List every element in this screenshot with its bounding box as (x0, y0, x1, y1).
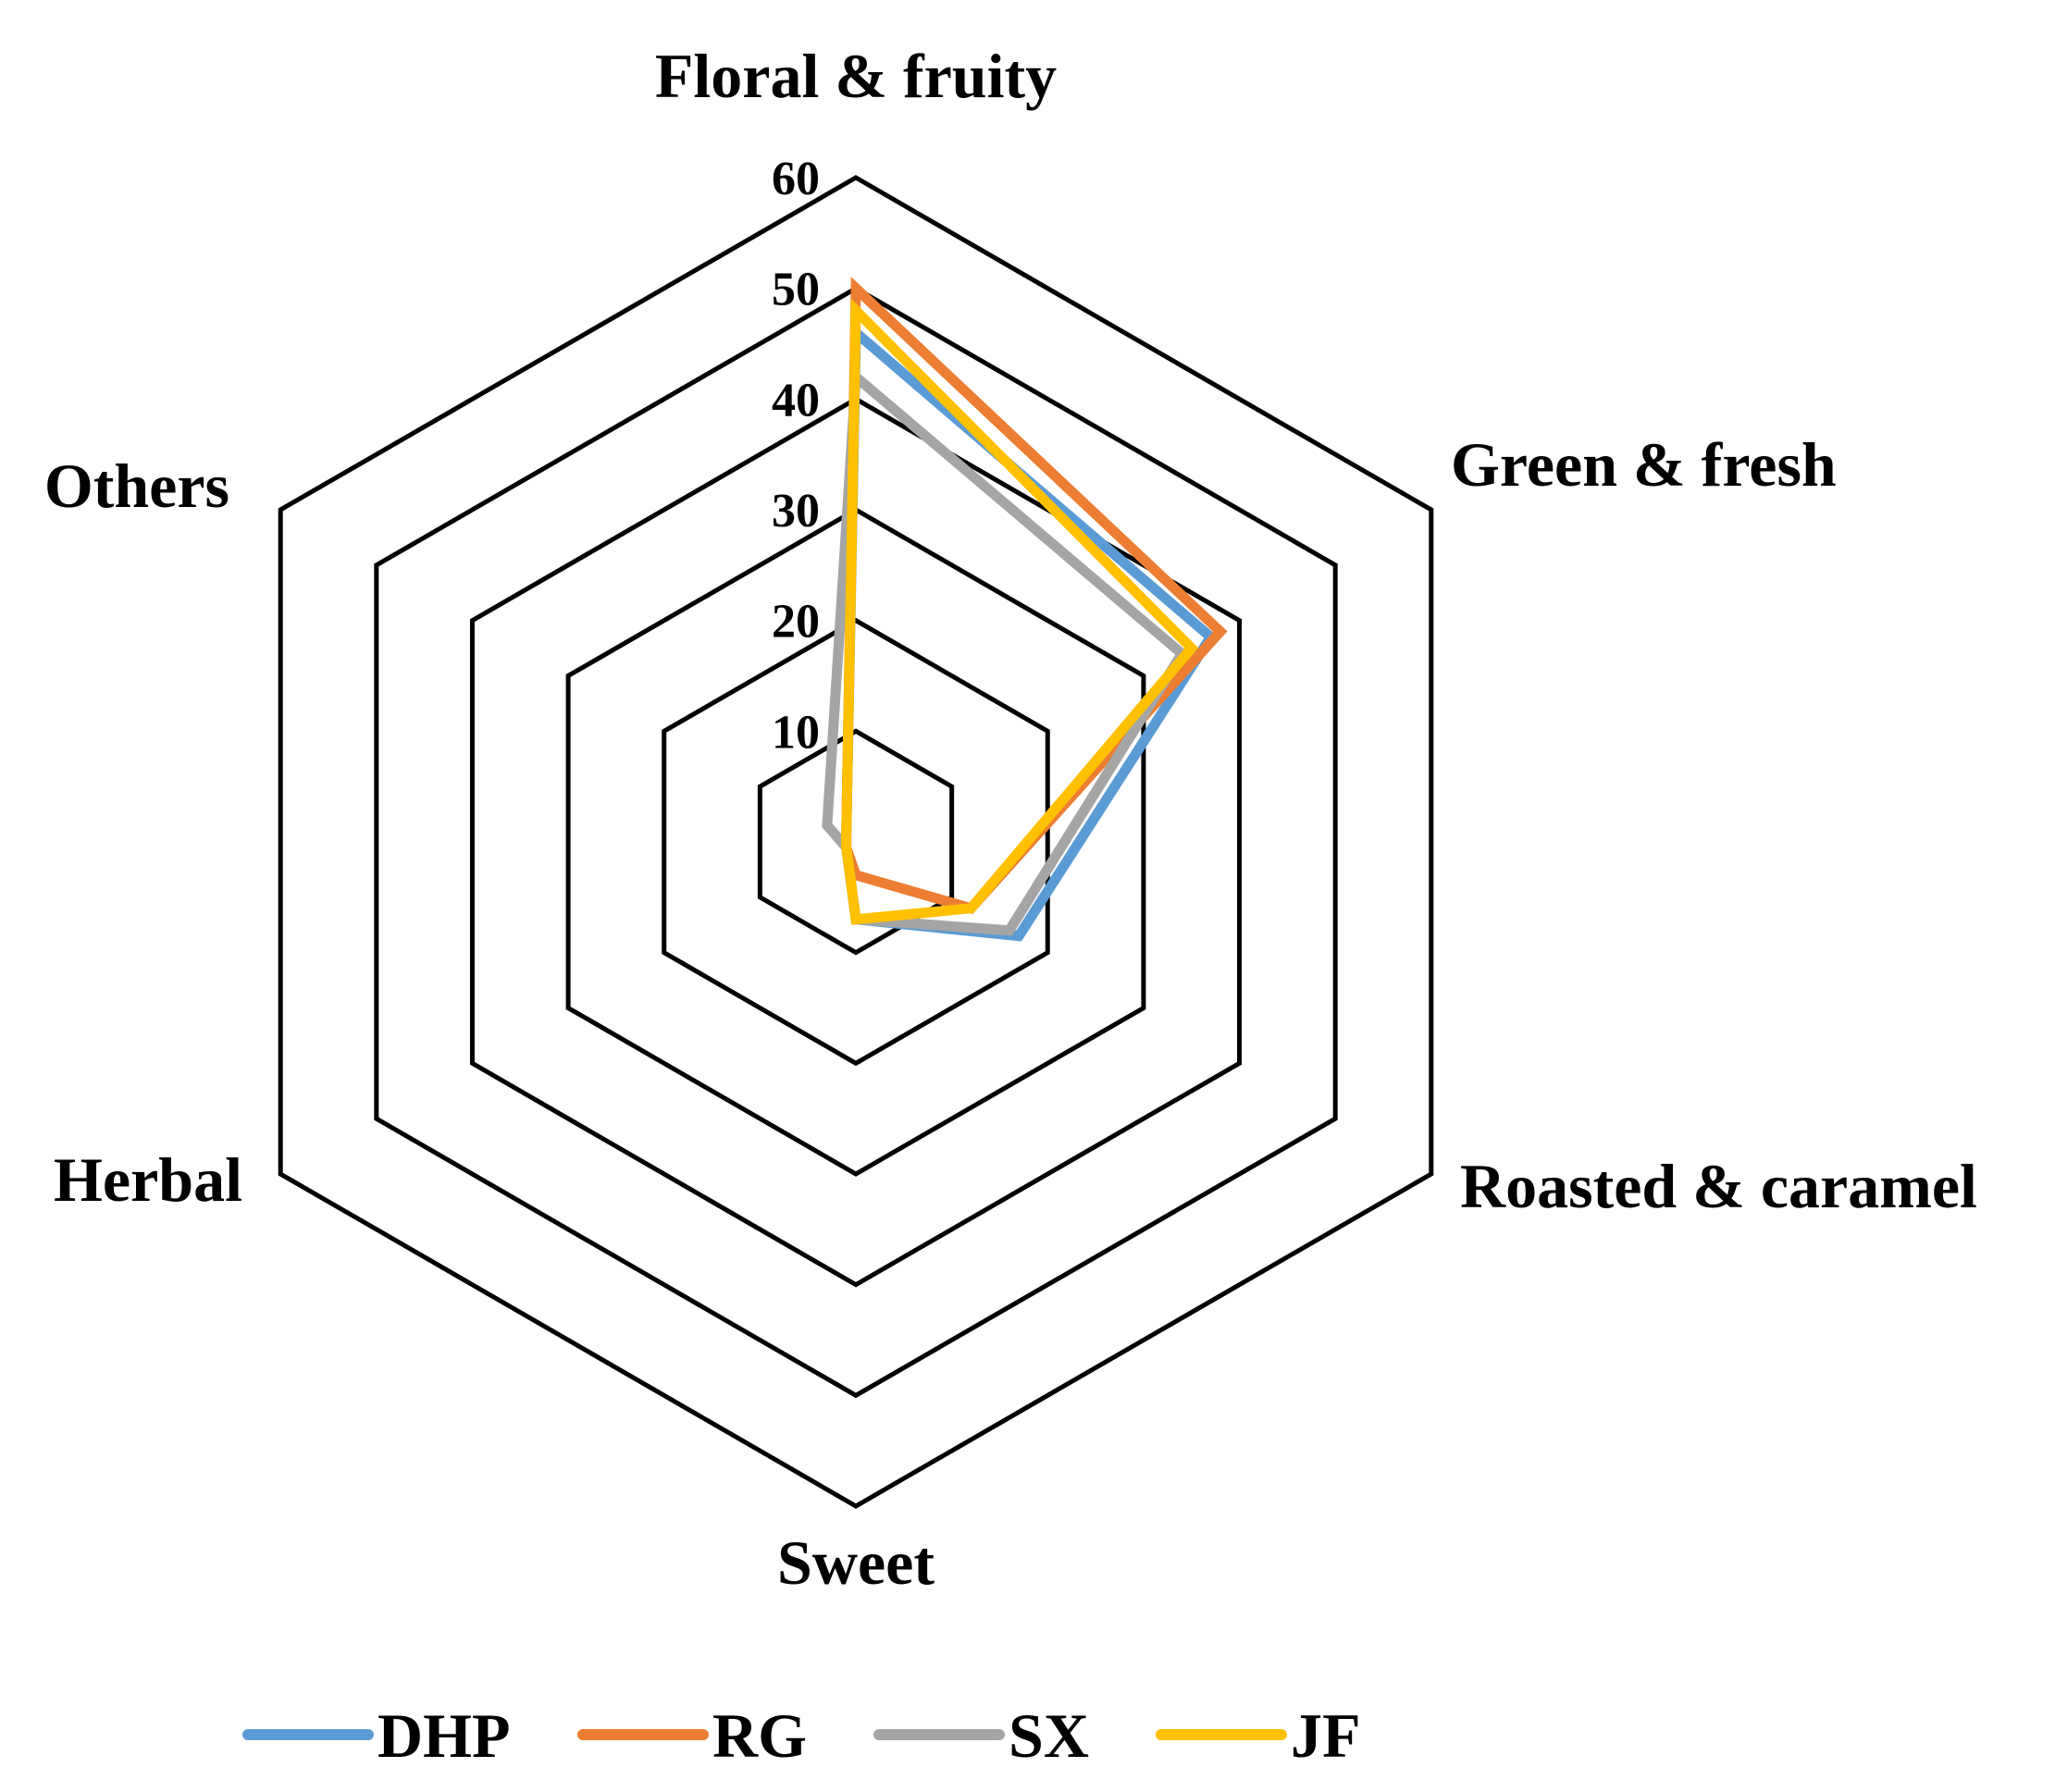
axis-label-sweet: Sweet (777, 1527, 935, 1598)
tick-label-20: 20 (772, 596, 820, 649)
grid-ring-10 (757, 728, 955, 956)
axis-label-roasted-caramel: Roasted & caramel (1460, 1151, 1977, 1221)
grid-ring-40 (469, 396, 1243, 1288)
legend-label-rg: RG (712, 1700, 807, 1771)
grid-ring-20 (662, 617, 1050, 1067)
legend-label-jf: JF (1291, 1700, 1361, 1771)
grid-ring-30 (565, 507, 1146, 1177)
legend-label-sx: SX (1009, 1700, 1089, 1771)
grid-ring-50 (374, 285, 1338, 1399)
grid-ring-60 (278, 175, 1434, 1509)
axis-label-others: Others (44, 451, 229, 521)
grid-layer (278, 175, 1434, 1509)
tick-label-50: 50 (772, 264, 820, 316)
tick-label-layer: 10 20 30 40 50 60 (772, 153, 820, 759)
series-layer (822, 277, 1228, 942)
axis-label-herbal: Herbal (54, 1144, 242, 1215)
series-line-jf (841, 298, 1199, 925)
tick-label-40: 40 (772, 374, 820, 426)
tick-label-60: 60 (772, 153, 820, 205)
tick-label-30: 30 (772, 485, 820, 538)
axis-label-floral-fruity: Floral & fruity (655, 41, 1057, 111)
legend-label-dhp: DHP (378, 1700, 511, 1771)
legend: DHP RG SX JF (242, 1700, 1361, 1771)
tick-label-10: 10 (772, 706, 820, 759)
axis-label-green-fresh: Green & fresh (1451, 429, 1837, 500)
